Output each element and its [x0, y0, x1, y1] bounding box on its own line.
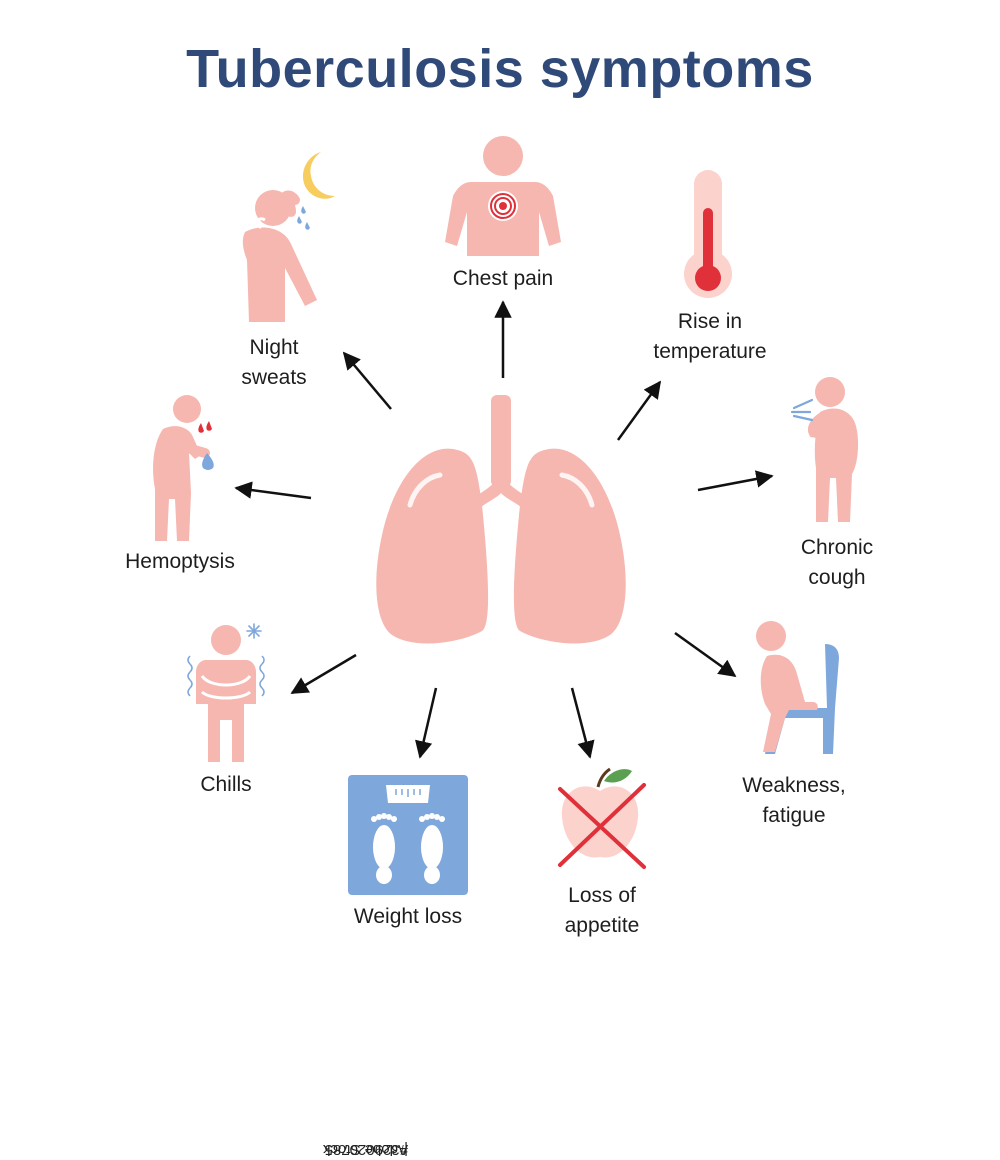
- arrow-loss-of-appetite: [570, 687, 595, 759]
- label-chronic-cough: Chronic cough: [800, 536, 874, 589]
- label-chest-pain: Chest pain: [452, 267, 554, 290]
- person-sitting-chair-icon: [756, 621, 839, 754]
- bathroom-scale-icon: [348, 775, 468, 895]
- person-shivering-icon: [187, 623, 265, 762]
- label-night-sweats: Night sweats: [241, 336, 307, 389]
- arrow-weakness-fatigue: [674, 631, 737, 678]
- arrow-chills: [290, 653, 357, 695]
- thermometer-icon: [684, 170, 732, 298]
- stock-watermark: Adobe Stock | #329020785: [322, 1141, 408, 1158]
- arrows-layer: [234, 300, 774, 759]
- person-coughing-blood-icon: [153, 395, 214, 541]
- lungs-illustration: [376, 395, 626, 644]
- label-weakness-fatigue: Weakness, fatigue: [742, 774, 846, 827]
- arrow-weight-loss: [415, 687, 438, 759]
- person-coughing-icon: [790, 377, 859, 522]
- page-title: Tuberculosis symptoms: [186, 39, 814, 99]
- arrow-hemoptysis: [234, 481, 312, 500]
- arrow-chronic-cough: [697, 470, 774, 492]
- label-loss-of-appetite: Loss of appetite: [564, 884, 640, 937]
- arrow-night-sweats: [342, 351, 392, 410]
- crossed-apple-icon: [558, 767, 646, 869]
- person-chest-pain-icon: [445, 136, 561, 256]
- label-rise-in-temperature: Rise in temperature: [653, 310, 767, 363]
- label-chills: Chills: [200, 773, 252, 796]
- arrow-rise-in-temperature: [616, 380, 662, 441]
- label-weight-loss: Weight loss: [353, 905, 463, 928]
- label-hemoptysis: Hemoptysis: [125, 550, 235, 573]
- person-sweating-moon-icon: [242, 152, 335, 322]
